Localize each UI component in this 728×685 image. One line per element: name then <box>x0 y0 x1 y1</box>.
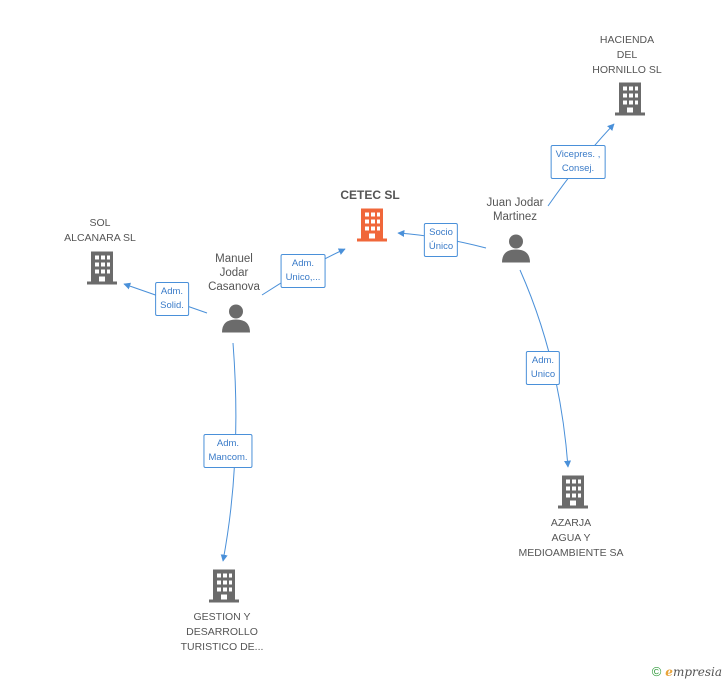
manuel-label-line: Jodar <box>219 267 249 279</box>
juan-label-line: Martinez <box>492 211 538 223</box>
sol-building-icon[interactable] <box>86 250 118 291</box>
hacienda-label[interactable]: HACIENDA DEL HORNILLO SL <box>592 33 661 78</box>
cetec-label[interactable]: CETEC SL <box>340 188 400 202</box>
gestion-label-line: TURISTICO DE... <box>180 641 264 653</box>
edge-label-line: Adm. <box>531 355 555 366</box>
manuel-label-line: Casanova <box>208 281 260 293</box>
edge-label-line: Solid. <box>160 300 184 311</box>
edge-label-line: Adm. <box>291 258 315 269</box>
footer-brand: © empresia <box>652 664 722 679</box>
juan-person-icon[interactable] <box>501 233 531 268</box>
manuel-label[interactable]: Manuel Jodar Casanova <box>208 252 260 294</box>
edge-label-line: Socio <box>429 227 453 238</box>
juan-label-line: Juan Jodar <box>486 197 544 209</box>
juan-label[interactable]: Juan Jodar Martinez <box>487 196 544 224</box>
edge-label-line: Adm. <box>216 438 240 449</box>
edge-label-manuel-sol[interactable]: Adm. Solid. <box>155 282 189 316</box>
azarja-label[interactable]: AZARJA AGUA Y MEDIOAMBIENTE SA <box>518 516 623 561</box>
sol-label-line: ALCANARA SL <box>64 232 136 244</box>
azarja-building-icon[interactable] <box>557 474 589 515</box>
hacienda-label-line: HACIENDA <box>599 34 655 46</box>
gestion-building-icon[interactable] <box>208 568 240 609</box>
edge-label-line: Consej. <box>561 163 595 174</box>
azarja-label-line: MEDIOAMBIENTE SA <box>518 547 624 559</box>
edge-label-line: Unico,... <box>285 272 321 283</box>
manuel-person-icon[interactable] <box>221 303 251 338</box>
brand-logo-e: e <box>665 664 673 679</box>
azarja-label-line: AGUA Y <box>551 532 591 544</box>
azarja-label-line: AZARJA <box>550 517 592 529</box>
hacienda-label-line: HORNILLO SL <box>592 64 662 76</box>
edge-label-manuel-gestion[interactable]: Adm. Mancom. <box>203 434 253 468</box>
hacienda-label-line: DEL <box>616 49 638 61</box>
gestion-label-line: GESTION Y <box>193 611 251 623</box>
edge-label-juan-azarja[interactable]: Adm. Unico <box>525 351 561 385</box>
sol-label-line: SOL <box>89 217 111 229</box>
edge-label-juan-cetec[interactable]: Socio Único <box>423 223 459 257</box>
sol-label[interactable]: SOL ALCANARA SL <box>64 216 136 246</box>
edge-label-juan-hacienda[interactable]: Vicepres. , Consej. <box>550 145 606 179</box>
gestion-label-line: DESARROLLO <box>186 626 258 638</box>
gestion-label[interactable]: GESTION Y DESARROLLO TURISTICO DE... <box>181 610 264 655</box>
edge-label-line: Vicepres. , <box>555 149 601 160</box>
edge-label-line: Único <box>428 241 454 252</box>
manuel-label-line: Manuel <box>215 253 253 265</box>
edge-label-line: Mancom. <box>208 452 248 463</box>
edge-label-line: Adm. <box>160 286 184 297</box>
hacienda-building-icon[interactable] <box>614 81 646 122</box>
edge-label-line: Unico <box>530 369 556 380</box>
brand-logo: empresia <box>665 665 722 679</box>
brand-logo-text: mpresia <box>672 664 722 679</box>
cetec-building-icon[interactable] <box>356 207 388 248</box>
copyright-symbol: © <box>651 664 662 679</box>
edge-label-manuel-cetec[interactable]: Adm. Unico,... <box>280 254 326 288</box>
